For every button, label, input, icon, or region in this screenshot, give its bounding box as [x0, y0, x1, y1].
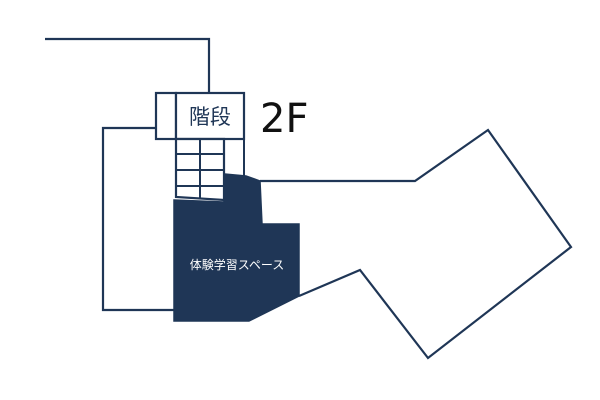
floor-label: 2F: [260, 96, 308, 142]
room-label: 体験学習スペース: [190, 257, 285, 272]
right-wing-outline: [260, 128, 573, 360]
stairs-label: 階段: [189, 105, 231, 129]
stairwell-small-box: [154, 91, 178, 141]
room-experience-learning-space: [173, 173, 300, 322]
stairs-box: [174, 91, 246, 141]
